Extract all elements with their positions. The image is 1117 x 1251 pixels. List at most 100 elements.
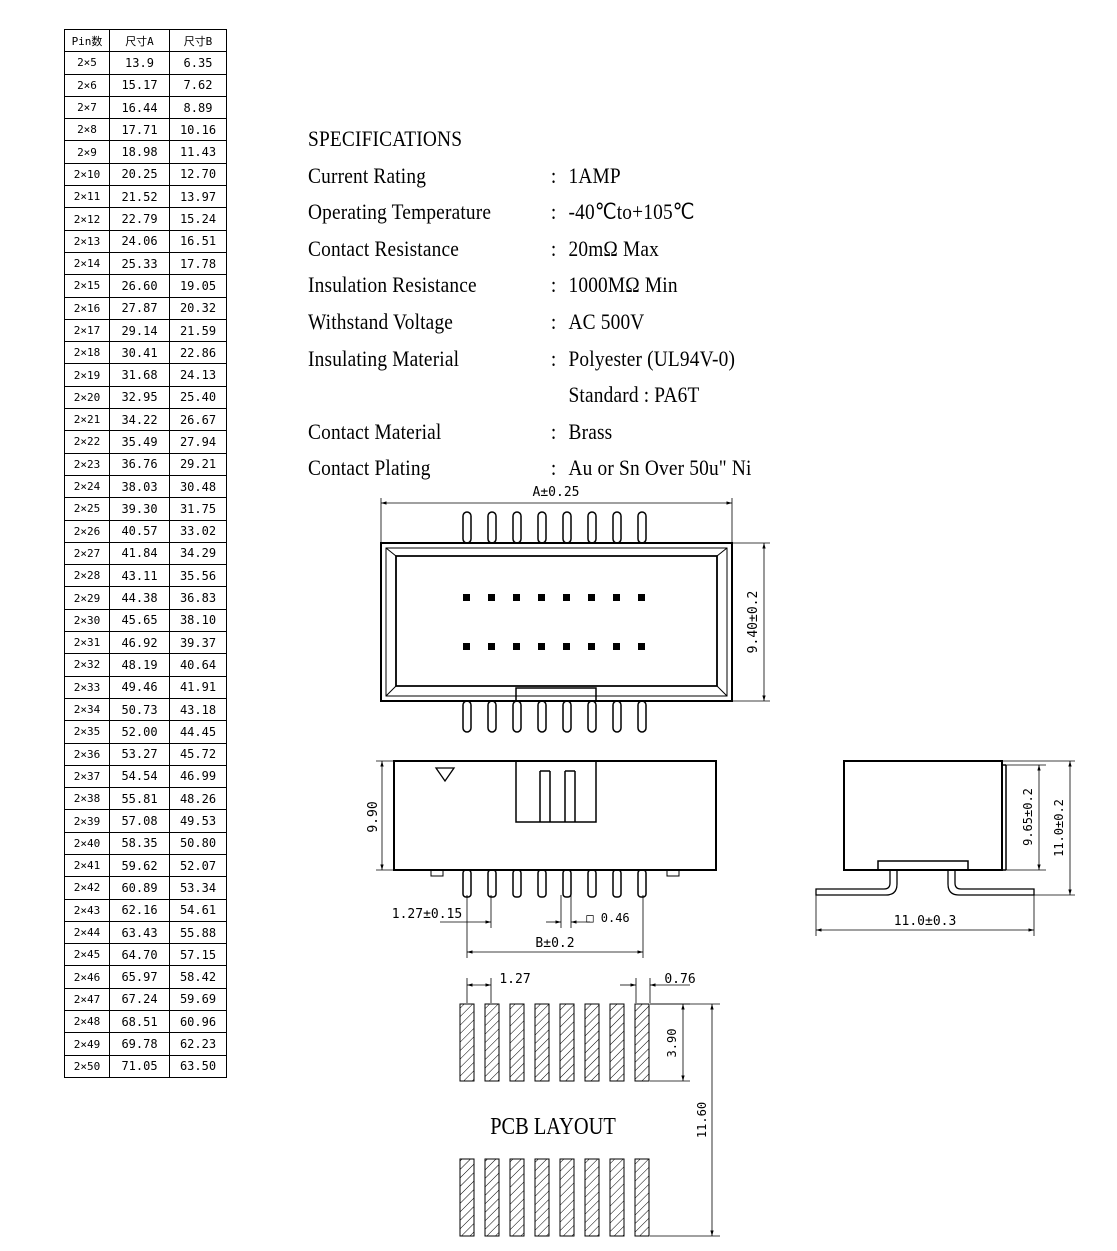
size-b-cell: 16.51: [169, 229, 227, 253]
dim-label-a: A±0.25: [533, 485, 580, 500]
pcb-pad: [584, 1003, 600, 1082]
pin-count-cell: 2×36: [64, 742, 110, 766]
side-view-housing: [843, 760, 1003, 871]
pin-lead: [587, 869, 597, 898]
size-b-cell: 59.69: [169, 987, 227, 1012]
size-b-cell: 31.75: [169, 497, 227, 521]
size-b-cell: 29.21: [169, 452, 227, 476]
side-view-left-pin: [815, 869, 898, 896]
size-b-cell: 63.50: [169, 1054, 227, 1078]
size-b-cell: 40.64: [169, 653, 227, 677]
pin-lead: [512, 700, 522, 733]
pin-lead: [587, 511, 597, 544]
pin-lead: [537, 700, 547, 733]
spec-value: 20mΩ Max: [568, 235, 660, 261]
top-view-housing-inner: [385, 547, 728, 697]
size-b-cell: 49.53: [169, 809, 227, 833]
spec-label: Insulation Resistance: [308, 272, 477, 298]
spec-value: Au or Sn Over 50u" Ni: [568, 455, 752, 481]
size-b-cell: 12.70: [169, 162, 227, 187]
pin-lead: [612, 511, 622, 544]
pin-lead: [487, 700, 497, 733]
pin-count-cell: 2×38: [64, 787, 110, 811]
size-a-cell: 49.46: [109, 675, 170, 699]
size-b-cell: 41.91: [169, 675, 227, 699]
contact-square: [638, 594, 645, 601]
size-a-cell: 67.24: [109, 987, 170, 1012]
top-view-upper-pins: [462, 511, 647, 544]
pin-count-cell: 2×41: [64, 853, 110, 878]
spec-label: Insulating Material: [308, 345, 460, 371]
size-b-cell: 38.10: [169, 608, 227, 633]
side-view-right-pin: [947, 869, 1035, 896]
pin-lead: [462, 700, 472, 733]
spec-label: Current Rating: [308, 162, 427, 188]
side-view-standoff: [877, 860, 969, 871]
pin-lead: [637, 700, 647, 733]
pcb-pad: [584, 1158, 600, 1237]
dim-label-pad-width: 0.76: [664, 972, 695, 987]
pcb-layout: [459, 978, 720, 1237]
size-b-cell: 11.43: [169, 140, 227, 164]
spec-colon: :: [550, 272, 557, 298]
size-a-cell: 36.76: [109, 452, 170, 476]
size-b-cell: 45.72: [169, 742, 227, 766]
spec-colon: :: [550, 199, 557, 225]
dim-label-b: B±0.2: [535, 936, 574, 951]
pin-lead: [512, 869, 522, 898]
pin-count-cell: 2×40: [64, 831, 110, 855]
pin-lead: [462, 869, 472, 898]
size-a-cell: 54.54: [109, 764, 170, 789]
pcb-pad: [634, 1003, 650, 1082]
pin-count-cell: 2×22: [64, 430, 110, 454]
size-a-cell: 13.9: [109, 51, 170, 75]
size-a-cell: 57.08: [109, 809, 170, 833]
dim-label-side-height-a: 9.65±0.2: [1021, 788, 1035, 846]
size-b-cell: 30.48: [169, 474, 227, 499]
size-a-cell: 64.70: [109, 943, 170, 967]
spec-colon: :: [550, 235, 557, 261]
size-a-cell: 38.03: [109, 474, 170, 499]
size-b-cell: 36.83: [169, 586, 227, 610]
size-b-cell: 46.99: [169, 764, 227, 789]
dim-label-pin-size: □ 0.46: [586, 911, 629, 925]
pin-count-cell: 2×48: [64, 1010, 110, 1034]
contact-square: [638, 643, 645, 650]
size-b-cell: 20.32: [169, 296, 227, 320]
pin-lead: [612, 869, 622, 898]
size-b-cell: 17.78: [169, 251, 227, 276]
top-view-polarization-key: [515, 687, 597, 702]
spec-label: Operating Temperature: [308, 199, 492, 225]
pin-count-cell: 2×35: [64, 720, 110, 744]
pcb-pad: [609, 1158, 625, 1237]
pin-lead: [562, 869, 572, 898]
contact-square: [538, 594, 545, 601]
pcb-pads-top-row: [459, 1003, 650, 1082]
top-view-housing-outline: [380, 542, 733, 702]
size-a-cell: 18.98: [109, 140, 170, 164]
size-a-cell: 39.30: [109, 497, 170, 521]
pin-count-cell: 2×9: [64, 140, 110, 164]
contact-square: [613, 643, 620, 650]
size-a-cell: 55.81: [109, 787, 170, 811]
pcb-pad: [634, 1158, 650, 1237]
size-b-cell: 54.61: [169, 898, 227, 922]
pin-count-cell: 2×11: [64, 185, 110, 209]
pcb-pad: [459, 1003, 475, 1082]
spec-colon: :: [550, 418, 557, 444]
spec-value: Brass: [568, 418, 613, 444]
pin-count-cell: 2×26: [64, 519, 110, 543]
